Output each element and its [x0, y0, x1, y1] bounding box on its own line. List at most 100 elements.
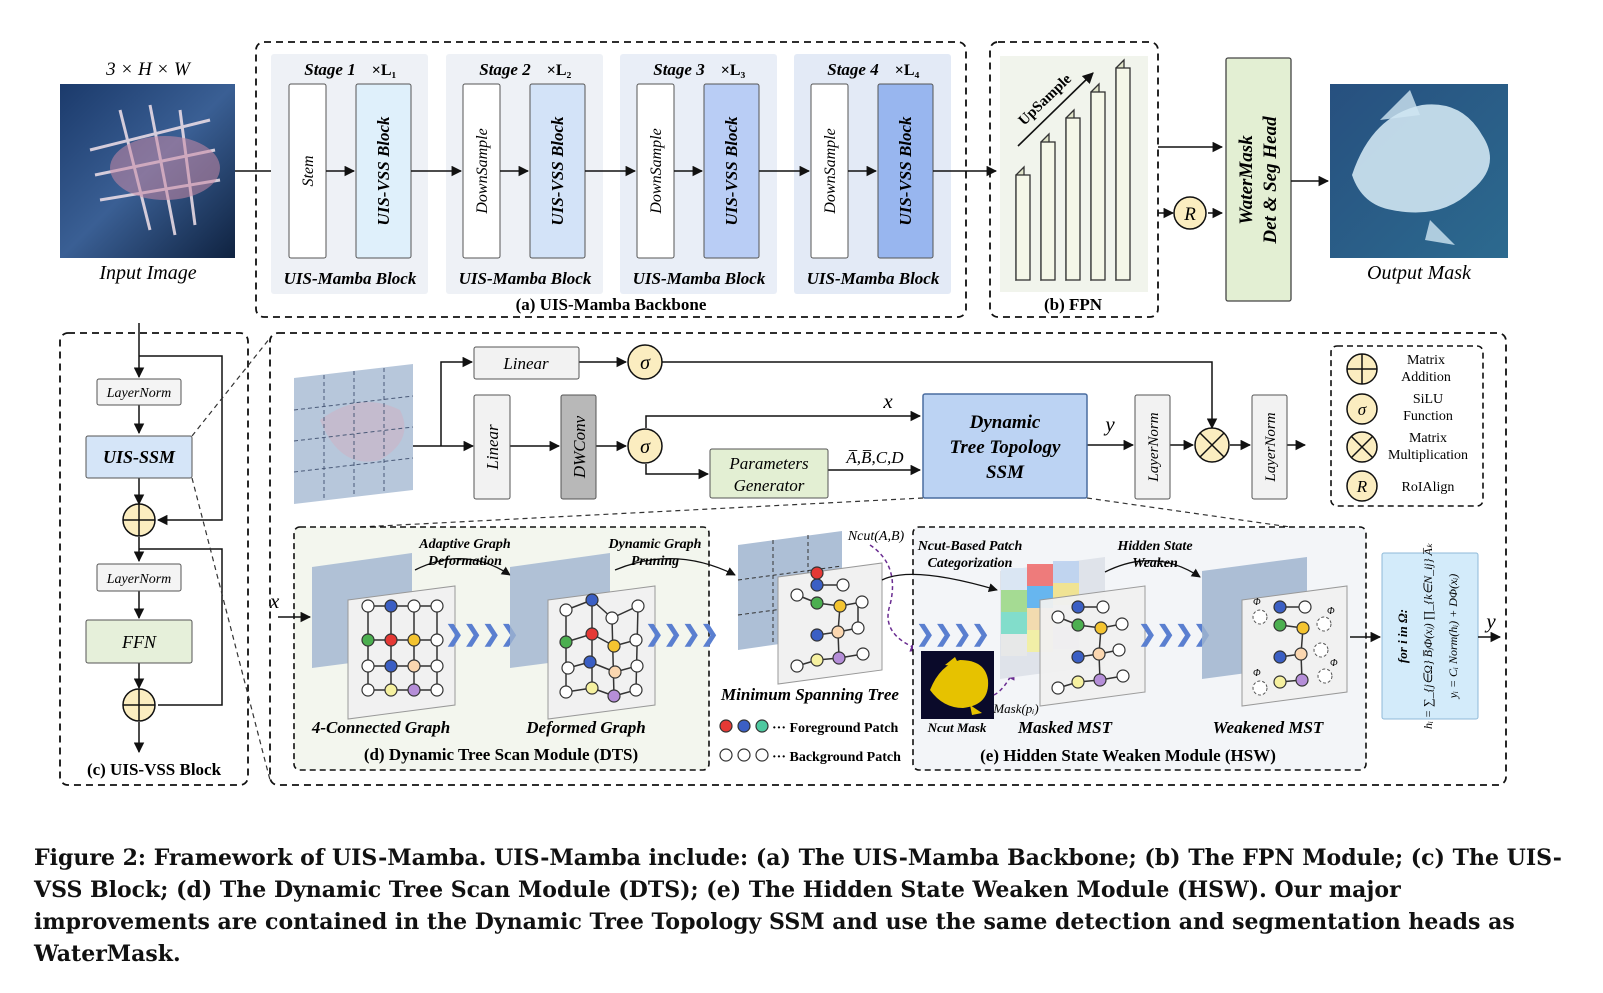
- dwconv-label: DWConv: [570, 415, 589, 479]
- vss-add-2: [122, 688, 156, 722]
- legend-multiplication: Matrix Multiplication: [1346, 431, 1468, 463]
- watermask-head: [1225, 57, 1292, 302]
- figure-caption: Figure 2: Framework of UIS-Mamba. UIS-Ma…: [34, 845, 1562, 967]
- flow-chevrons-1: ❯❯❯❯: [445, 621, 519, 647]
- vss-layernorm-1: [96, 378, 182, 406]
- layernorm-a-box: [1134, 394, 1171, 500]
- dwconv-box: [560, 394, 597, 500]
- legend-label: SiLU: [1413, 392, 1443, 407]
- masked-mst: [1000, 557, 1146, 707]
- fpn-pyramid: [1015, 58, 1131, 281]
- legend-label: RoIAlign: [1402, 480, 1455, 495]
- vss-flow: [133, 323, 223, 754]
- roialign-letter: R: [1183, 204, 1196, 225]
- stage-mult: ×L₁: [372, 62, 397, 79]
- input-dims: 3 × H × W: [105, 59, 192, 80]
- stage-footer: UIS-Mamba Block: [807, 269, 940, 288]
- background-patch-legend: [719, 748, 769, 762]
- legend-label: Function: [1403, 409, 1453, 424]
- formula-line-1: for i in Ω:: [1395, 609, 1410, 663]
- vss-layernorm-1-label: LayerNorm: [106, 386, 172, 401]
- formula-line-2: hᵢ = ∑_{j∈Ω} B̅ⱼΦ(xⱼ) ∏_{k∈N_ij} A̅ₖ: [1421, 542, 1435, 729]
- linear-top-label: Linear: [502, 354, 549, 373]
- flow-chevrons-2: ❯❯❯❯: [645, 621, 719, 647]
- stage-title: Stage 1: [304, 60, 355, 79]
- layernorm-b-label: LayerNorm: [1263, 412, 1279, 482]
- dtt-line-2: Tree Topology: [950, 437, 1062, 458]
- zoom-lines: [191, 337, 271, 781]
- upsample-arrow: [1017, 72, 1094, 147]
- deformation-line-2: Deformation: [427, 554, 502, 569]
- pruning-arrow: [614, 558, 736, 576]
- vss-ffn-label: FFN: [121, 632, 157, 652]
- sigma-mid: σ: [627, 428, 663, 464]
- stage-mult: ×L₃: [721, 62, 746, 79]
- stage-title: Stage 4: [827, 60, 878, 79]
- mask-p-label: Mask(pᵢ): [992, 701, 1038, 716]
- stage-first-block: Stem: [300, 155, 317, 186]
- stage-vss-block: UIS-VSS Block: [548, 116, 567, 226]
- fpn-frame: [989, 41, 1159, 318]
- stage-vss-block: UIS-VSS Block: [374, 116, 393, 226]
- layernorm-a-label: LayerNorm: [1146, 412, 1162, 482]
- head-title: WaterMask: [1236, 135, 1257, 225]
- weakened-mst-label: Weakened MST: [1213, 718, 1324, 737]
- weaken-line-2: Weaken: [1132, 556, 1178, 571]
- phi-mark: Φ: [1327, 606, 1335, 617]
- multiply-node: [1194, 427, 1230, 463]
- background-patch-label: ··· Background Patch: [772, 750, 901, 765]
- stage-first-block: DownSample: [474, 128, 491, 214]
- dts-caption: (d) Dynamic Tree Scan Module (DTS): [364, 745, 638, 764]
- vss-ssm-box: [85, 435, 193, 479]
- stage-footer: UIS-Mamba Block: [459, 269, 592, 288]
- phi-mark: Φ: [1253, 668, 1261, 679]
- params-line-2: Generator: [734, 476, 805, 495]
- backbone-caption: (a) UIS-Mamba Backbone: [516, 295, 707, 314]
- deformation-line-1: Adaptive Graph: [418, 537, 511, 552]
- stage-vss-block: UIS-VSS Block: [896, 116, 915, 226]
- flow-chevrons-3: ❯❯❯❯: [916, 621, 990, 647]
- ncut-mask-label: Ncut Mask: [927, 720, 987, 735]
- foreground-patch-legend: [719, 719, 769, 733]
- categorization-arrow: [881, 573, 998, 593]
- y-label: y: [1103, 412, 1115, 436]
- stage-title: Stage 2: [479, 60, 531, 79]
- stage-first-block: DownSample: [822, 128, 839, 214]
- phi-mark: Φ: [1253, 597, 1261, 608]
- foreground-patch-label: ··· Foreground Patch: [772, 721, 898, 736]
- ncut-label: Ncut(A,B): [847, 529, 905, 544]
- flow-chevrons-4: ❯❯❯❯: [1138, 621, 1212, 647]
- weaken-line-1: Hidden State: [1116, 539, 1192, 554]
- vss-caption: (c) UIS-VSS Block: [87, 760, 222, 779]
- stage-4: Stage 4 ×L₄ DownSample UIS-VSS Block UIS…: [794, 54, 951, 294]
- graph-4-connected: [312, 553, 456, 720]
- legend-label: Matrix: [1407, 353, 1445, 368]
- output-label: Output Mask: [1367, 262, 1472, 284]
- pruning-line-2: Pruning: [631, 554, 679, 569]
- fpn-caption: (b) FPN: [1044, 295, 1103, 314]
- sigma-top-label: σ: [640, 352, 651, 374]
- vss-ffn-box: [85, 619, 193, 664]
- legend-addition: Matrix Addition: [1346, 353, 1451, 385]
- roialign-symbol: R: [1173, 196, 1207, 230]
- vss-frame: [59, 332, 249, 786]
- formula-line-3: yᵢ = Cᵢ Norm(hᵢ) + DΦ(xᵢ): [1446, 574, 1460, 700]
- vss-layernorm-2-label: LayerNorm: [106, 572, 172, 587]
- fpn-head-arrows: [1158, 141, 1224, 219]
- legend-label: Addition: [1401, 370, 1451, 385]
- phi-mark: Φ: [1330, 658, 1338, 669]
- x-label: x: [882, 389, 893, 413]
- ssm-arrows: [413, 356, 1307, 480]
- stage-vss-block: UIS-VSS Block: [722, 116, 741, 226]
- legend-sigma: σ: [1358, 400, 1367, 419]
- formula-box: [1381, 552, 1479, 720]
- dts-x-label: x: [269, 589, 280, 613]
- deformation-arrow: [414, 557, 511, 576]
- abcd-label: A̅,B̅,C,D: [845, 448, 904, 467]
- input-label: Input Image: [98, 262, 196, 284]
- categorization-line-1: Ncut-Based Patch: [917, 539, 1023, 554]
- mst-label: Minimum Spanning Tree: [720, 685, 899, 704]
- linear-side-label: Linear: [483, 424, 502, 471]
- legend-r: R: [1356, 477, 1368, 496]
